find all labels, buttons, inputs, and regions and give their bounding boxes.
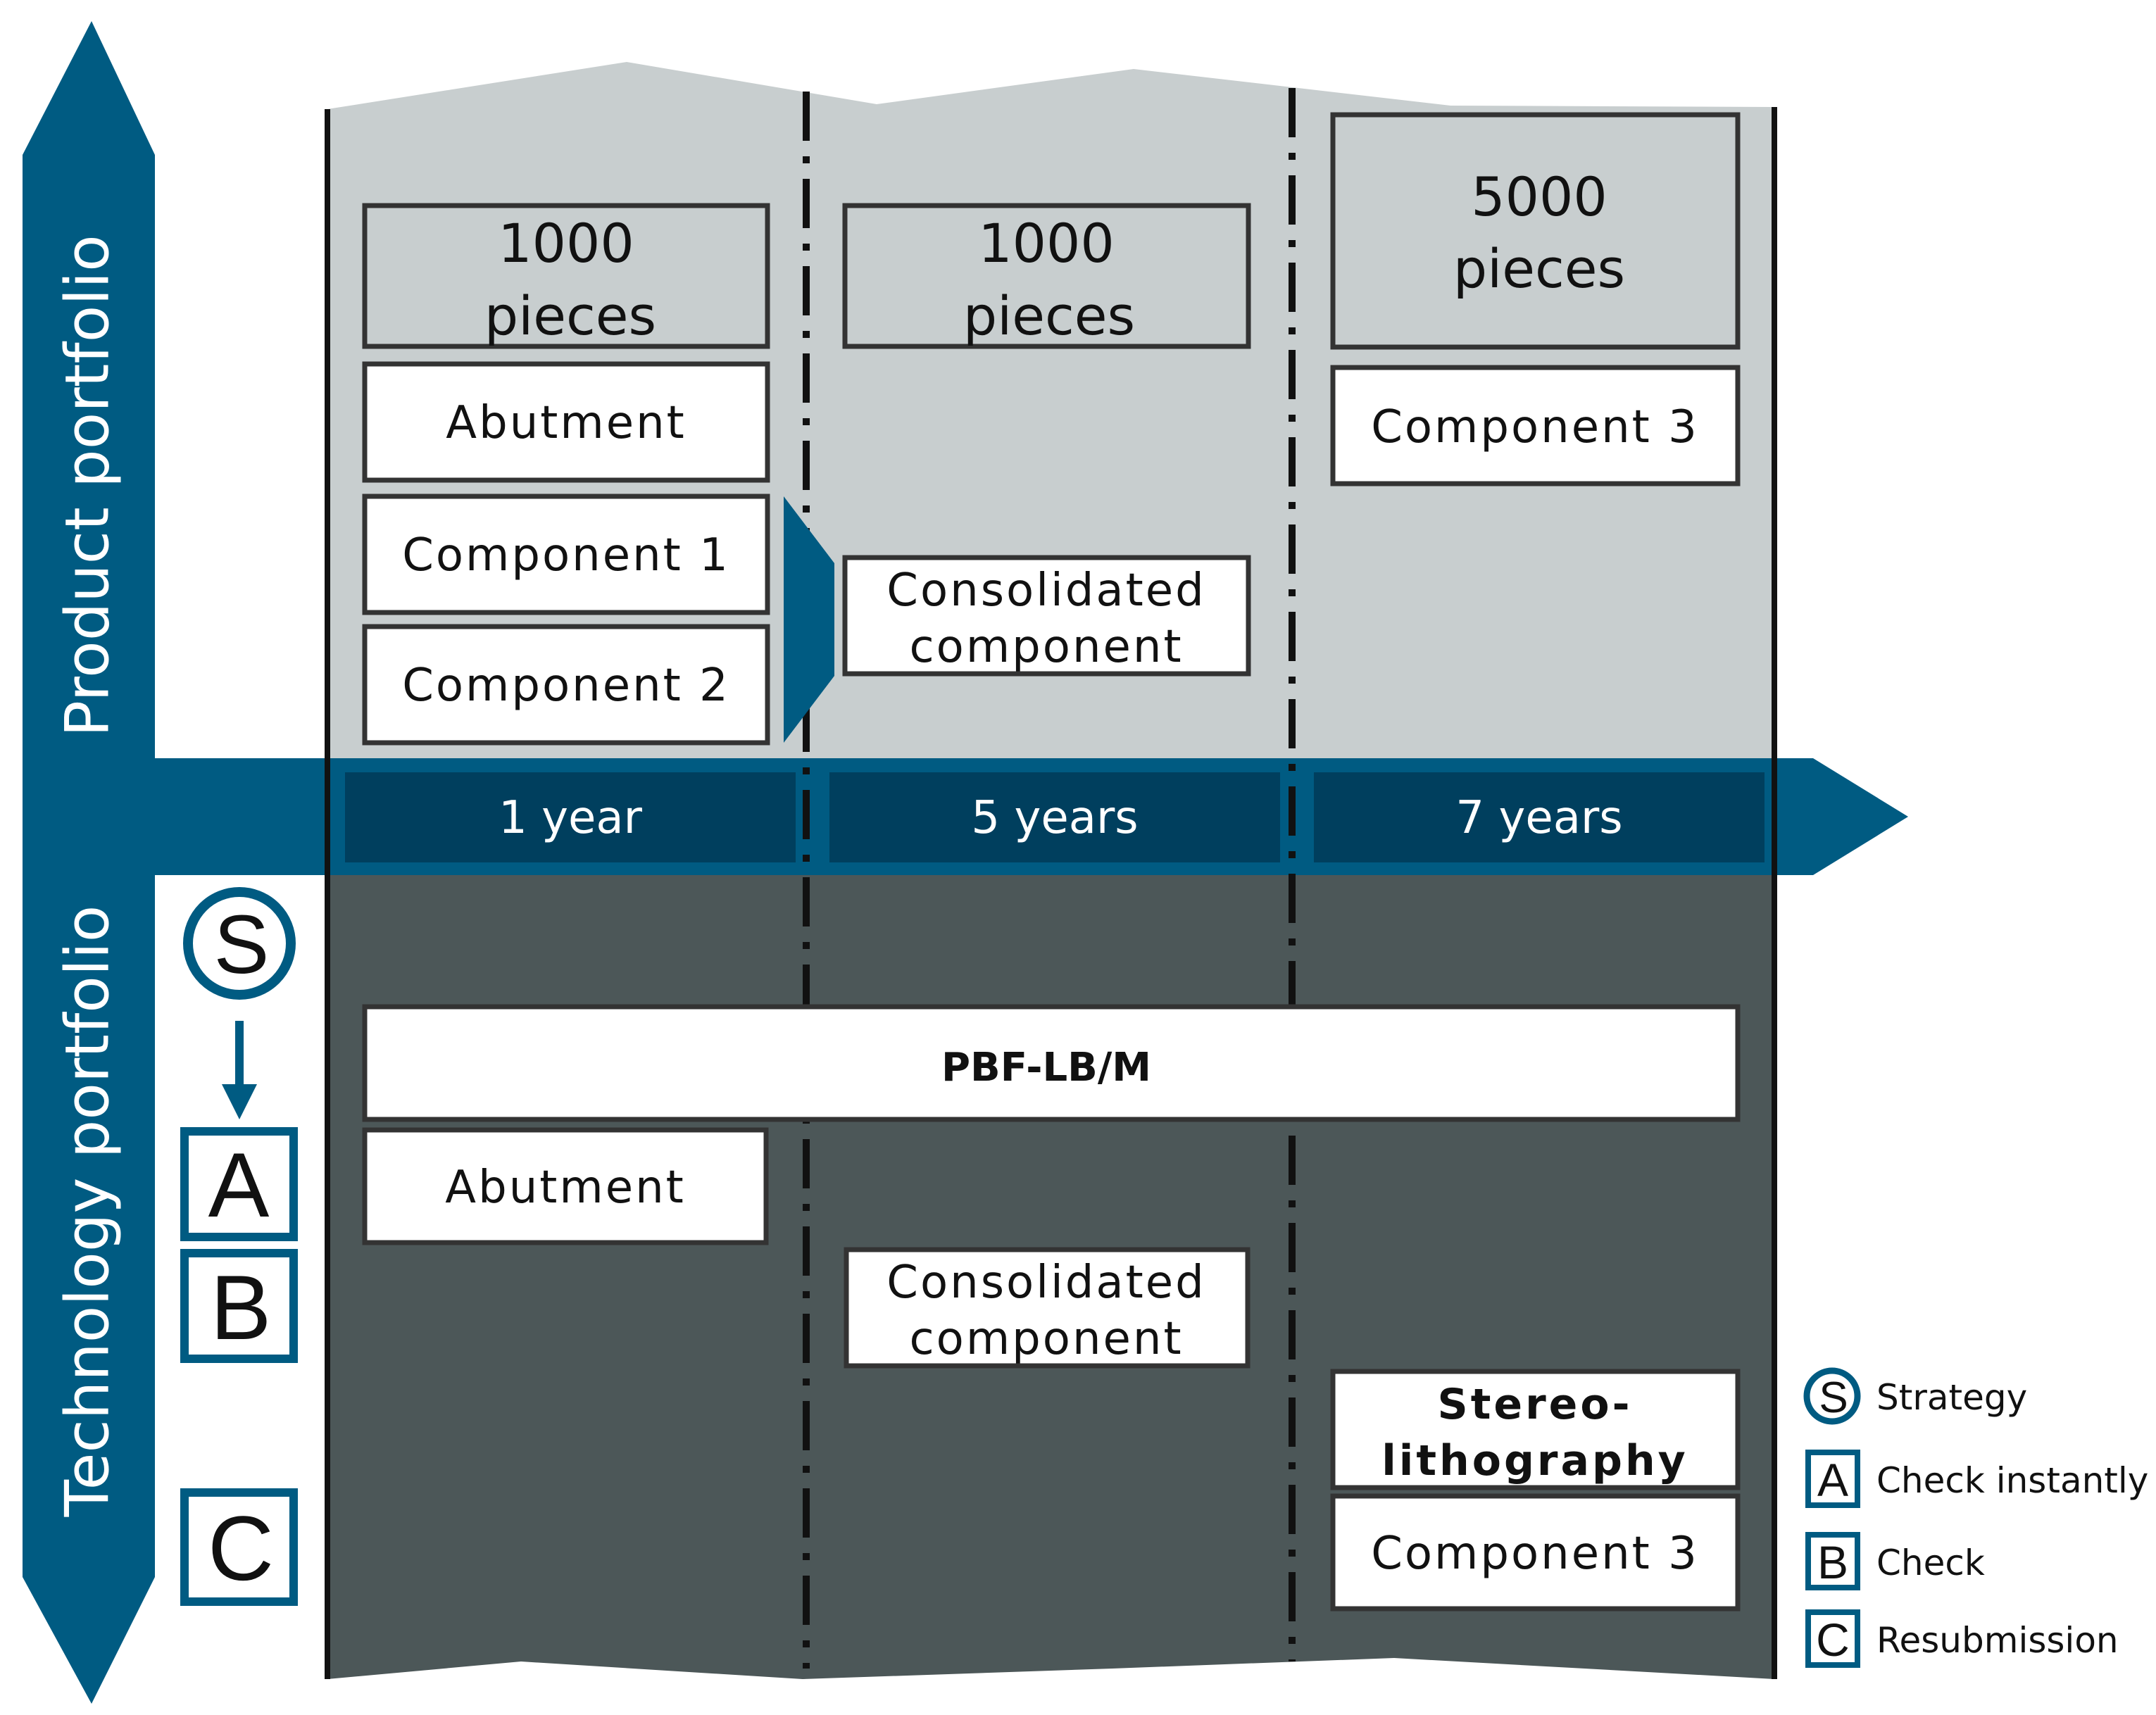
product-col1-quantity-box (362, 203, 770, 349)
legend-check-instantly-text: Check instantly (1876, 1460, 2148, 1501)
legend: S Strategy A Check instantly B Check C R… (1803, 1367, 2148, 1668)
product-col1-item-2-label: Component 1 (402, 529, 730, 582)
product-col1-item-1-label: Abutment (446, 397, 686, 449)
legend-check-instantly-icon (1805, 1450, 1860, 1508)
product-col2-item-line2: component (909, 621, 1183, 673)
product-col1-item-3-box (362, 624, 770, 746)
legend-check-text: Check (1876, 1543, 1985, 1583)
legend-strategy-letter: S (1819, 1374, 1848, 1422)
legend-resubmission-letter: C (1816, 1614, 1850, 1666)
check-marker-letter: B (211, 1256, 272, 1359)
technology-col2-item-line2: component (909, 1313, 1183, 1365)
product-col3-quantity-unit: pieces (1453, 237, 1625, 300)
product-col2-item-line1: Consolidated (886, 565, 1205, 617)
legend-check-icon (1805, 1532, 1860, 1590)
product-col1-item-2-box (362, 494, 770, 615)
consolidation-arrow (784, 496, 834, 743)
time-period-1-label: 1 year (499, 792, 643, 844)
time-period-2-label: 5 years (971, 792, 1138, 844)
product-col1-item-3-label: Component 2 (402, 660, 730, 712)
legend-strategy-text: Strategy (1876, 1377, 2027, 1418)
check-instantly-marker-letter: A (208, 1133, 270, 1236)
technology-col2-item-box (844, 1247, 1251, 1369)
product-col2-quantity-box (842, 203, 1251, 349)
technology-col3-tech-line1: Stereo- (1438, 1380, 1633, 1429)
resubmission-marker-letter: C (208, 1497, 274, 1600)
technology-portfolio-label: Technology portfolio (52, 905, 123, 1518)
resubmission-marker-icon (180, 1488, 298, 1606)
legend-strategy-icon (1803, 1367, 1861, 1425)
technology-bar-label: PBF-LB/M (941, 1045, 1151, 1091)
product-col3-quantity-number: 5000 (1471, 165, 1607, 228)
technology-col3-item-box (1330, 1493, 1741, 1612)
portfolio-axis-arrow (23, 21, 155, 1704)
strategy-marker-letter: S (214, 898, 270, 991)
product-col1-quantity-number: 1000 (498, 212, 634, 275)
time-period-2 (829, 772, 1280, 862)
check-marker-icon (180, 1249, 298, 1363)
product-col1-item-1-box (362, 361, 770, 483)
technology-col3-tech-box (1330, 1369, 1741, 1490)
check-instantly-marker-icon (180, 1127, 298, 1241)
technology-col1-item-label: Abutment (445, 1162, 685, 1214)
strategy-arrow-head (222, 1084, 257, 1119)
technology-bar-box (362, 1004, 1741, 1122)
time-period-3 (1314, 772, 1765, 862)
product-col3-item-box (1330, 365, 1741, 486)
technology-col3-item-label: Component 3 (1371, 1528, 1699, 1580)
legend-check-letter: B (1817, 1536, 1848, 1588)
legend-check-instantly-letter: A (1817, 1454, 1848, 1506)
product-portfolio-label: Product portfolio (52, 234, 123, 736)
legend-resubmission-icon (1805, 1609, 1860, 1668)
strategy-marker-icon (183, 887, 296, 1000)
technology-col2-item-line1: Consolidated (886, 1257, 1205, 1309)
technology-col1-item-box (362, 1127, 769, 1245)
product-col2-item-box (842, 555, 1251, 677)
technology-col3-tech-line2: lithography (1381, 1436, 1688, 1485)
product-col3-quantity-box (1330, 112, 1741, 350)
product-col2-quantity-unit: pieces (963, 284, 1135, 347)
product-col1-quantity-unit: pieces (484, 284, 656, 347)
product-col2-quantity-number: 1000 (978, 212, 1114, 275)
product-col3-item-label: Component 3 (1371, 401, 1699, 453)
time-period-1 (345, 772, 796, 862)
time-period-3-label: 7 years (1455, 792, 1622, 844)
legend-resubmission-text: Resubmission (1876, 1620, 2119, 1661)
